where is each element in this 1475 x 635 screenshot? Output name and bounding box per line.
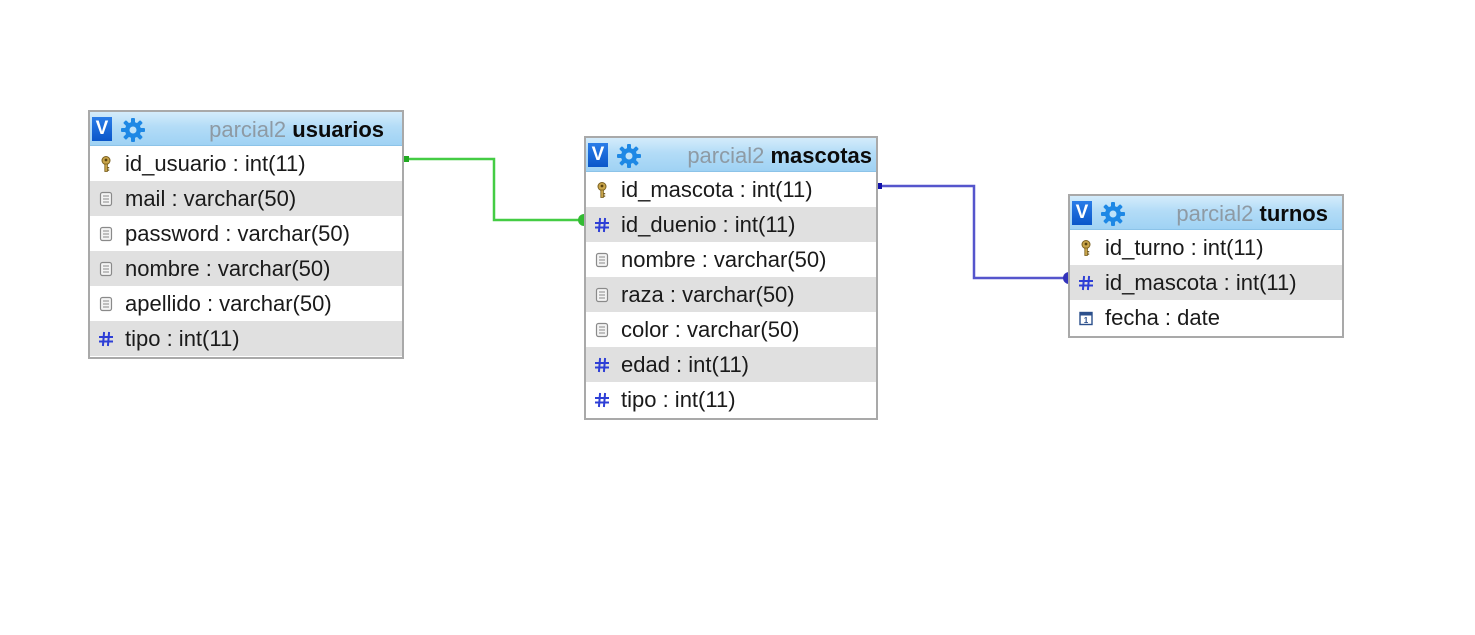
column-label: edad : int(11): [621, 352, 750, 377]
table-title: parcial2 turnos: [1176, 202, 1328, 226]
column-row[interactable]: tipo : int(11): [90, 321, 402, 356]
table-name: usuarios: [292, 117, 384, 142]
key-icon: [1081, 240, 1091, 256]
column-label: tipo : int(11): [125, 326, 240, 351]
column-label: tipo : int(11): [621, 387, 736, 412]
text-field-icon: [595, 287, 609, 303]
text-field-icon: [99, 226, 113, 242]
column-label: id_mascota : int(11): [621, 177, 813, 202]
column-label: id_mascota : int(11): [1105, 270, 1297, 295]
database-name: parcial2: [209, 117, 287, 142]
table-title: parcial2 usuarios: [209, 118, 384, 142]
column-label: color : varchar(50): [621, 317, 800, 342]
table-usuarios[interactable]: V parcial2 usuarios: [88, 110, 404, 359]
relation-start-marker-mascotas: [877, 183, 882, 189]
column-row[interactable]: id_turno : int(11): [1070, 230, 1342, 265]
column-label: fecha : date: [1105, 305, 1220, 330]
numeric-icon: [99, 331, 113, 347]
relation-line-mascotas-turnos: [879, 184, 1068, 280]
relation-line-usuarios-mascotas: [406, 157, 583, 222]
column-row[interactable]: apellido : varchar(50): [90, 286, 402, 321]
table-name: mascotas: [770, 143, 872, 168]
column-row[interactable]: id_mascota : int(11): [1070, 265, 1342, 300]
column-row[interactable]: mail : varchar(50): [90, 181, 402, 216]
column-label: raza : varchar(50): [621, 282, 795, 307]
relation-usuarios-to-mascotas[interactable]: [404, 156, 590, 226]
numeric-icon: [595, 357, 609, 373]
table-header[interactable]: V parcial2 mascotas: [586, 138, 876, 172]
column-label: nombre : varchar(50): [621, 247, 827, 272]
column-row[interactable]: color : varchar(50): [586, 312, 876, 347]
gear-icon[interactable]: [120, 117, 146, 143]
column-row[interactable]: raza : varchar(50): [586, 277, 876, 312]
numeric-icon: [1079, 275, 1093, 291]
table-header[interactable]: V parcial2 turnos: [1070, 196, 1342, 230]
collapse-toggle-button[interactable]: V: [588, 143, 608, 167]
relation-mascotas-to-turnos[interactable]: [877, 183, 1075, 284]
svg-text:1: 1: [1084, 316, 1089, 325]
table-mascotas[interactable]: V parcial2 mascotas: [584, 136, 878, 420]
table-turnos[interactable]: V parcial2 turnos: [1068, 194, 1344, 338]
table-name: turnos: [1259, 201, 1328, 226]
column-row[interactable]: id_usuario : int(11): [90, 146, 402, 181]
text-field-icon: [99, 261, 113, 277]
column-label: apellido : varchar(50): [125, 291, 332, 316]
text-field-icon: [595, 322, 609, 338]
table-title: parcial2 mascotas: [687, 144, 872, 168]
column-label: nombre : varchar(50): [125, 256, 331, 281]
column-label: mail : varchar(50): [125, 186, 297, 211]
column-row[interactable]: id_duenio : int(11): [586, 207, 876, 242]
key-icon: [101, 156, 111, 172]
column-row[interactable]: password : varchar(50): [90, 216, 402, 251]
table-header[interactable]: V parcial2 usuarios: [90, 112, 402, 146]
database-name: parcial2: [1176, 201, 1254, 226]
date-icon: 1: [1079, 311, 1093, 325]
gear-icon[interactable]: [616, 143, 642, 169]
text-field-icon: [595, 252, 609, 268]
numeric-icon: [595, 217, 609, 233]
column-label: id_turno : int(11): [1105, 235, 1264, 260]
numeric-icon: [595, 392, 609, 408]
collapse-toggle-button[interactable]: V: [1072, 201, 1092, 225]
column-row[interactable]: tipo : int(11): [586, 382, 876, 417]
database-name: parcial2: [687, 143, 765, 168]
text-field-icon: [99, 296, 113, 312]
column-row[interactable]: nombre : varchar(50): [586, 242, 876, 277]
text-field-icon: [99, 191, 113, 207]
column-label: password : varchar(50): [125, 221, 350, 246]
gear-icon[interactable]: [1100, 201, 1126, 227]
column-row[interactable]: id_mascota : int(11): [586, 172, 876, 207]
column-label: id_duenio : int(11): [621, 212, 796, 237]
column-row[interactable]: nombre : varchar(50): [90, 251, 402, 286]
relation-start-marker-usuarios: [404, 156, 409, 162]
column-label: id_usuario : int(11): [125, 151, 306, 176]
collapse-toggle-button[interactable]: V: [92, 117, 112, 141]
key-icon: [597, 182, 607, 198]
column-row[interactable]: edad : int(11): [586, 347, 876, 382]
column-row[interactable]: 1 fecha : date: [1070, 300, 1342, 335]
